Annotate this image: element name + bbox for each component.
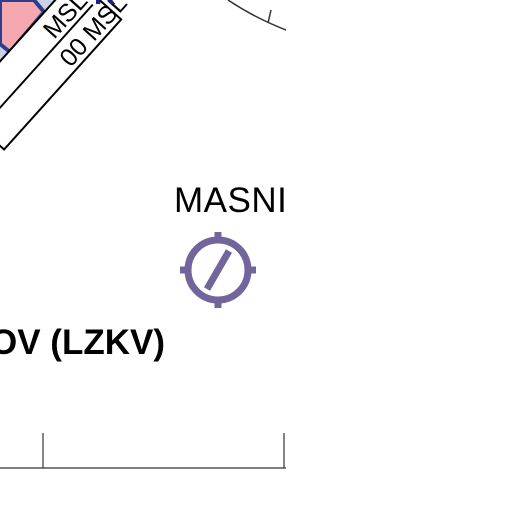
chart-drawing: MSL 00 MSL [0,0,286,469]
corner-letter: K [94,0,116,12]
boundary-arc [227,0,286,31]
vor-dme-icon [180,232,256,308]
airport-name: OV (LZKV) [0,323,165,362]
waypoint-name: MASNI [174,181,286,220]
boundary-tick [267,9,272,24]
blank-panel [286,0,512,512]
chart-viewport[interactable]: MSL 00 MSL K MASNI OV (LZKV) [0,0,286,512]
